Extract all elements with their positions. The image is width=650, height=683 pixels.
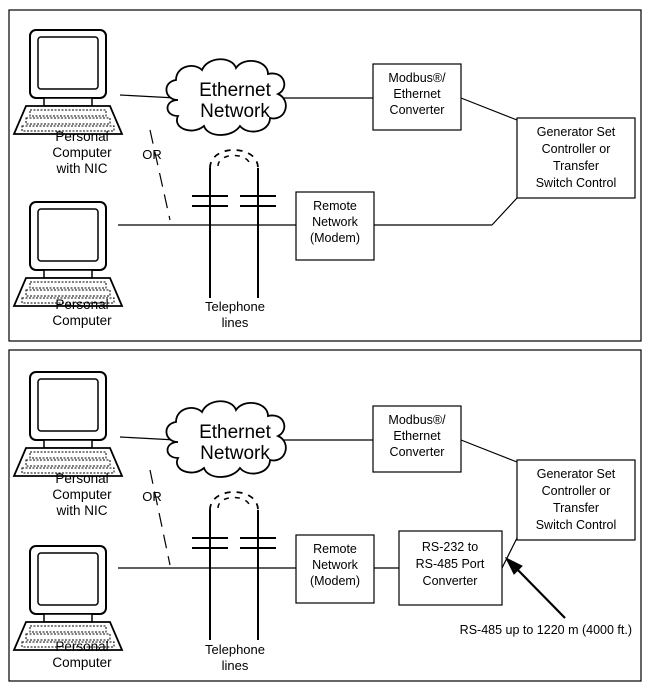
or-label: OR — [142, 147, 162, 162]
label-line: Remote — [313, 542, 357, 556]
label-line: Controller or — [542, 484, 611, 498]
or-label: OR — [142, 489, 162, 504]
bottom-panel-frame — [8, 349, 642, 682]
label-line: Ethernet — [199, 422, 272, 443]
label-line: Transfer — [553, 159, 599, 173]
modbus-converter-box — [372, 63, 462, 131]
label-line: Personal — [55, 129, 108, 144]
pc-with-nic-icon — [13, 371, 123, 477]
label-line: Computer — [52, 655, 112, 670]
top-panel-frame — [8, 9, 642, 342]
modem-box — [295, 534, 375, 604]
telephone-lines-icon — [191, 149, 277, 299]
pc-icon — [13, 201, 123, 307]
label-line: Ethernet — [199, 80, 272, 101]
modem-box — [295, 191, 375, 261]
label-line: Ethernet — [393, 429, 441, 443]
pc-icon — [13, 545, 123, 651]
telephone-lines-icon — [191, 491, 277, 641]
label-line: with NIC — [55, 503, 107, 518]
rs-converter-box — [398, 530, 503, 606]
label-line: Ethernet — [393, 87, 441, 101]
label-line: Generator Set — [537, 125, 616, 139]
label-line: Transfer — [553, 501, 599, 515]
label-line: Remote — [313, 199, 357, 213]
top-connections — [118, 94, 518, 226]
label-line: OR — [142, 147, 162, 162]
label-line: Switch Control — [536, 518, 617, 532]
label-line: Converter — [390, 445, 445, 459]
label-line: Modbus®/ — [388, 413, 446, 427]
pc-with-nic-icon — [13, 29, 123, 135]
label-line: Network — [312, 558, 359, 572]
label-line: Computer — [52, 487, 112, 502]
controller-box — [516, 459, 636, 541]
label-line: Converter — [423, 574, 478, 588]
label-line: Switch Control — [536, 176, 617, 190]
label-line: Controller or — [542, 142, 611, 156]
callout-arrow — [514, 566, 566, 619]
label-line: Personal — [55, 297, 108, 312]
modbus-converter-box — [372, 405, 462, 473]
controller-box — [516, 117, 636, 199]
rs485-callout-label: RS-485 up to 1220 m (4000 ft.) — [460, 623, 632, 637]
callout-arrowhead-icon — [504, 556, 523, 575]
label-line: Computer — [52, 313, 112, 328]
label-line: Personal — [55, 471, 108, 486]
label-line: lines — [222, 658, 249, 673]
label-line: RS-232 to — [422, 540, 478, 554]
label-line: Network — [200, 101, 270, 122]
label-line: Modbus®/ — [388, 71, 446, 85]
label-line: Telephone — [205, 642, 265, 657]
label-line: OR — [142, 489, 162, 504]
label-line: (Modem) — [310, 231, 360, 245]
label-line: Personal — [55, 639, 108, 654]
label-line: with NIC — [55, 161, 107, 176]
label-line: Network — [200, 443, 270, 464]
label-line: RS-485 Port — [416, 557, 485, 571]
bottom-connections — [118, 436, 518, 569]
label-line: Converter — [390, 103, 445, 117]
label-line: Generator Set — [537, 467, 616, 481]
label-line: Computer — [52, 145, 112, 160]
label-line: Telephone — [205, 299, 265, 314]
label-line: lines — [222, 315, 249, 330]
label-line: Network — [312, 215, 359, 229]
label-line: (Modem) — [310, 574, 360, 588]
